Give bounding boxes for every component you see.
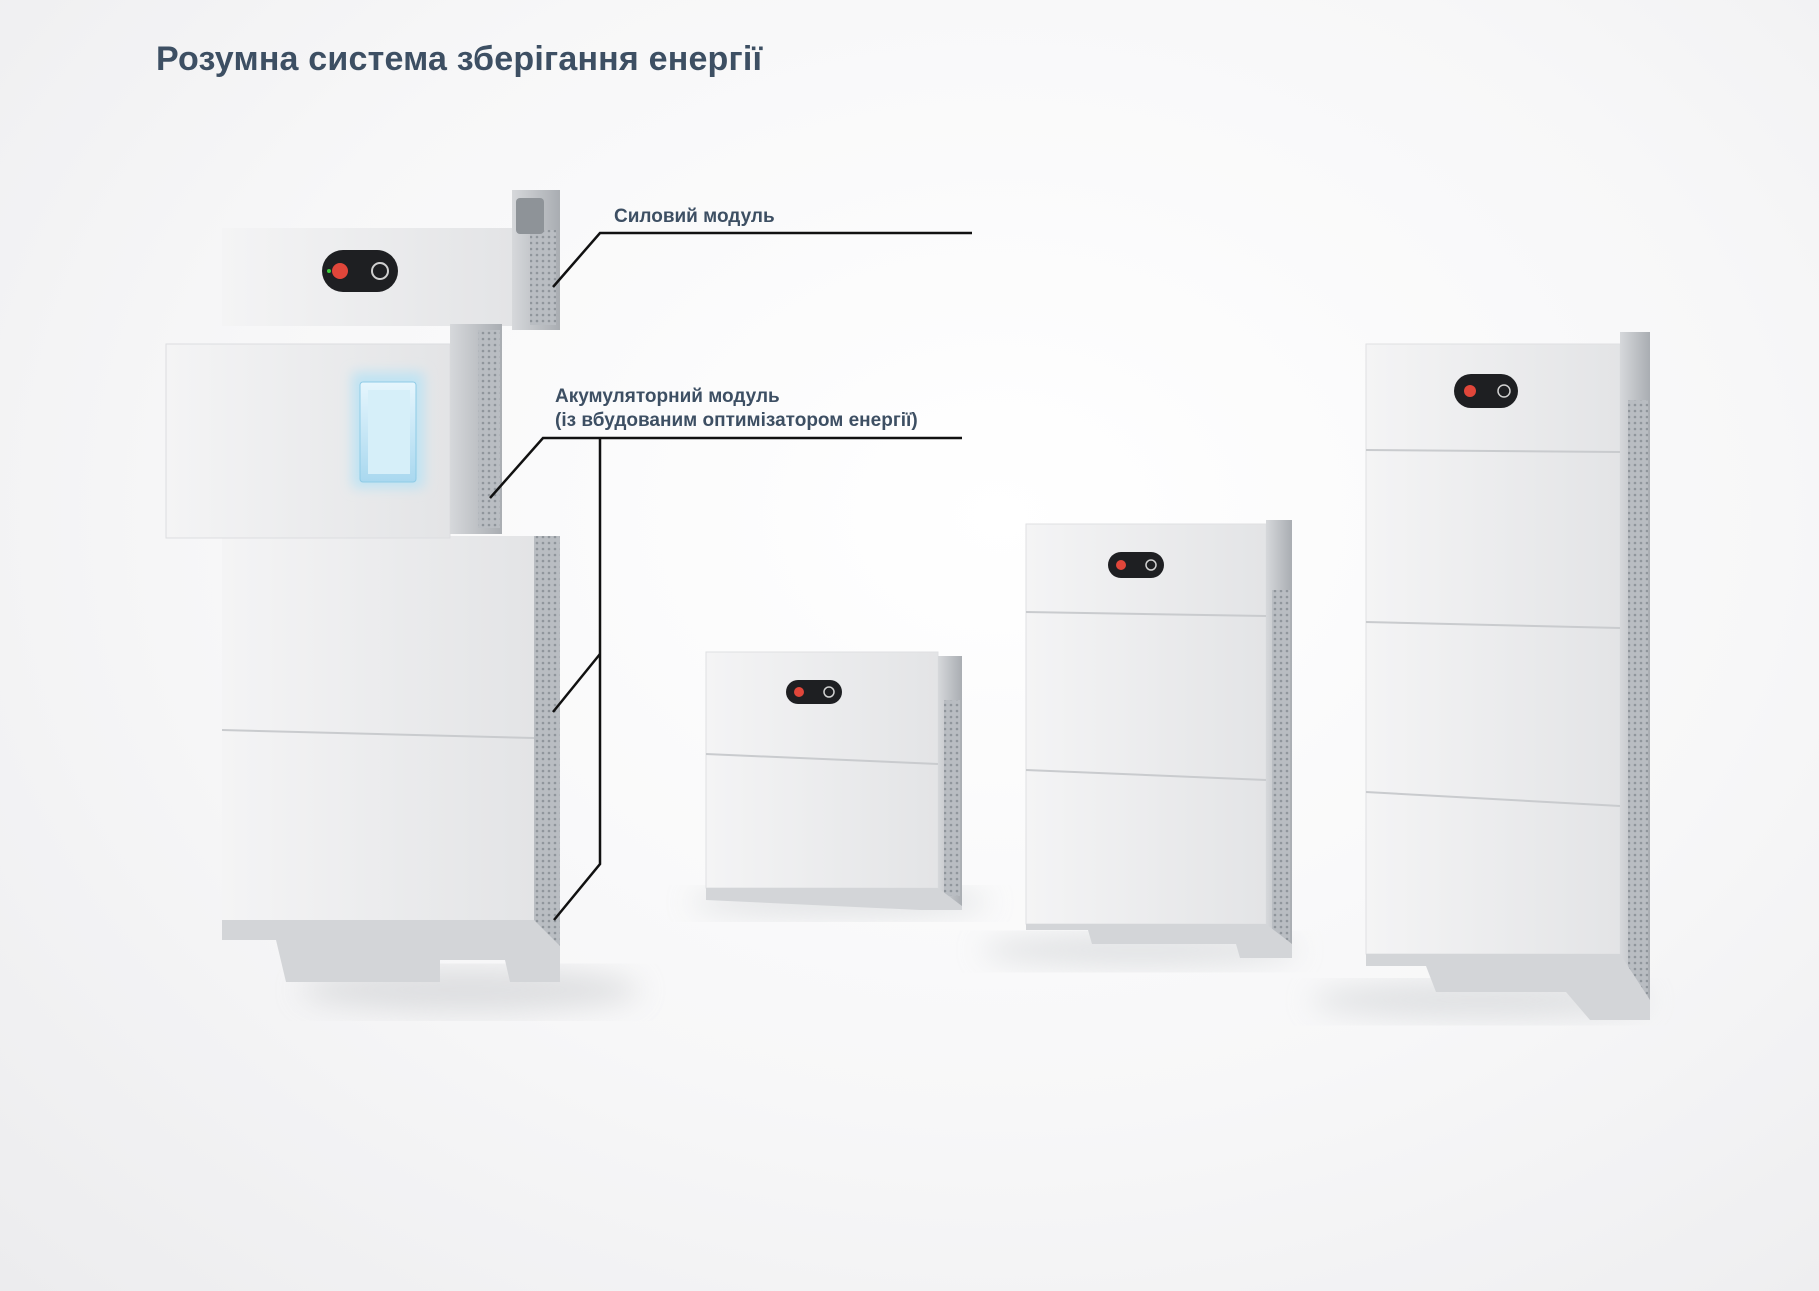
brand-logo-icon (332, 263, 348, 279)
glow-module-icon (352, 372, 424, 488)
battery-system-medium (980, 520, 1300, 966)
led-indicator-icon (327, 269, 331, 273)
power-button-icon (371, 262, 389, 280)
battery-module-label: Акумуляторний модуль (555, 386, 780, 407)
battery-system-large (1310, 332, 1650, 1020)
display-panel (322, 250, 398, 292)
page-title: Розумна система зберігання енергії (156, 40, 763, 78)
exploded-system (165, 190, 972, 1012)
battery-module-callout-line (489, 436, 962, 499)
battery-system-small (690, 651, 990, 916)
power-module-callout-line (552, 231, 972, 288)
power-module-label: Силовий модуль (614, 206, 775, 227)
battery-module-sublabel: (із вбудованим оптимізатором енергії) (555, 410, 918, 431)
